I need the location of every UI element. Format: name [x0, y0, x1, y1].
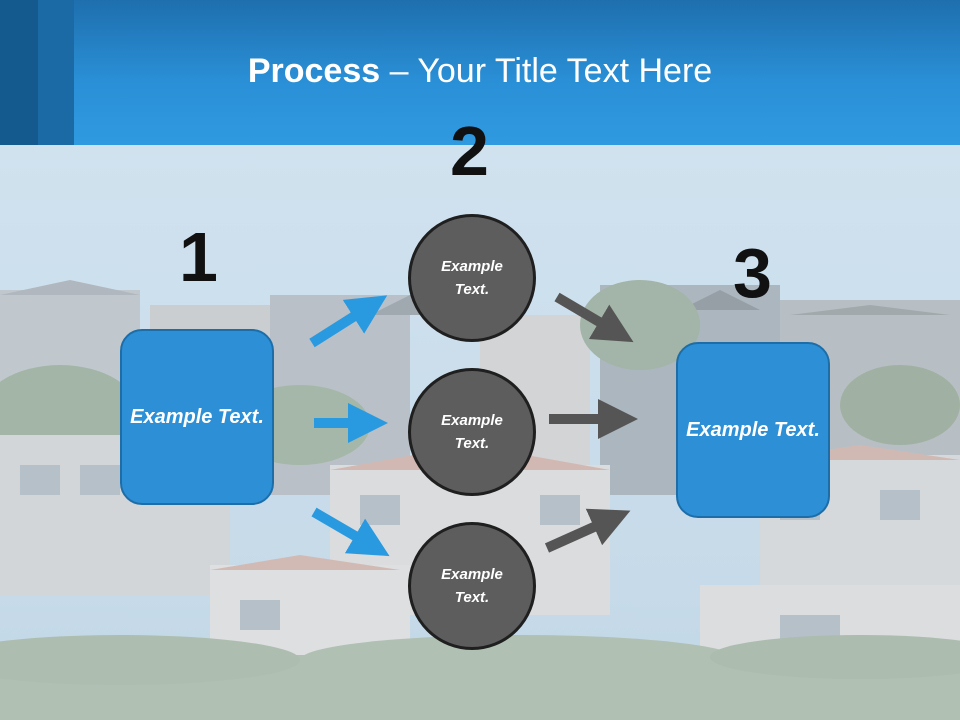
step-number-3: 3 [733, 234, 772, 312]
circle-middle: Example Text. [408, 368, 536, 496]
slide-title: Process – Your Title Text Here [0, 52, 960, 91]
arrow-blue-down [311, 507, 390, 557]
circle-bottom-label: Example Text. [441, 566, 503, 606]
step-number-2: 2 [450, 112, 489, 190]
arrow-gray-up [544, 508, 631, 553]
header-accent-block [0, 0, 38, 145]
circle-top-label: Example Text. [441, 258, 503, 298]
circle-middle-label: Example Text. [441, 412, 503, 452]
arrow-gray-down [554, 292, 634, 343]
title-bold: Process [247, 52, 381, 90]
arrow-blue-up [309, 295, 388, 348]
circle-bottom: Example Text. [408, 522, 536, 650]
title-bar: Process – Your Title Text Here [0, 0, 960, 145]
step-number-1: 1 [179, 218, 218, 296]
header-accent-block [38, 0, 74, 145]
step-1-box: Example Text. [120, 329, 274, 505]
title-rest: – Your Title Text Here [380, 52, 713, 90]
step-3-box: Example Text. [676, 342, 830, 518]
circle-top: Example Text. [408, 214, 536, 342]
